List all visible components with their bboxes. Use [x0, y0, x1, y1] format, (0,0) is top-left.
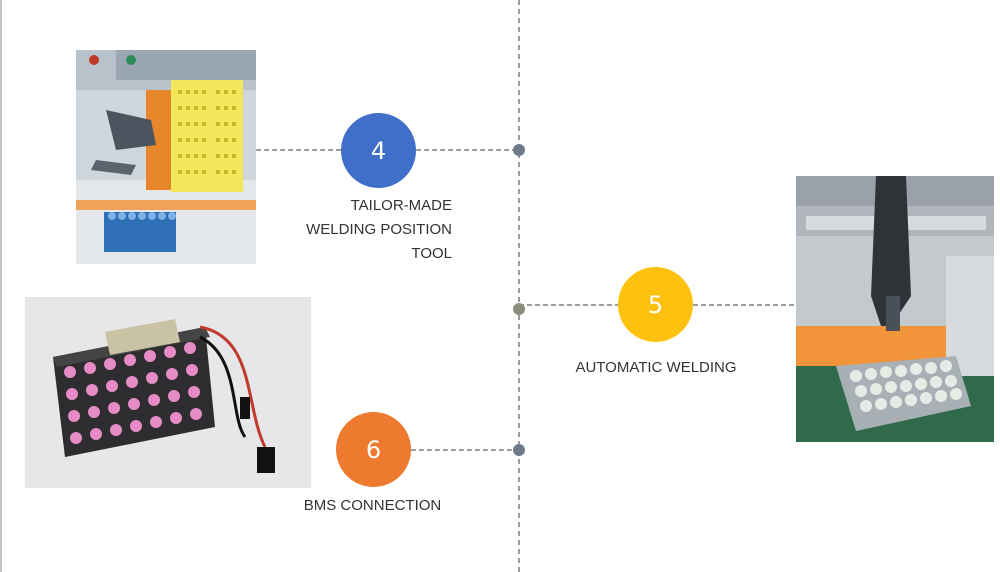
- timeline-node-5: [513, 303, 525, 315]
- automatic-welding-machine-photo: [796, 176, 994, 442]
- timeline-node-6: [513, 444, 525, 456]
- step-6-number: 6: [365, 435, 382, 464]
- step-4-circle: 4: [341, 113, 416, 188]
- step-5-number: 5: [647, 290, 664, 319]
- step-6-label: BMS CONNECTION: [303, 497, 442, 514]
- step-5-circle: 5: [618, 267, 693, 342]
- timeline-node-4: [513, 144, 525, 156]
- welding-position-tool-photo: [76, 50, 256, 264]
- slide-left-border: [0, 0, 2, 572]
- step-6-circle: 6: [336, 412, 411, 487]
- step-5-label: AUTOMATIC WELDING: [575, 359, 737, 376]
- step-4-number: 4: [370, 136, 387, 165]
- step-4-label: TAILOR-MADE WELDING POSITION TOOL: [306, 197, 452, 262]
- bms-battery-pack-photo: [25, 297, 311, 488]
